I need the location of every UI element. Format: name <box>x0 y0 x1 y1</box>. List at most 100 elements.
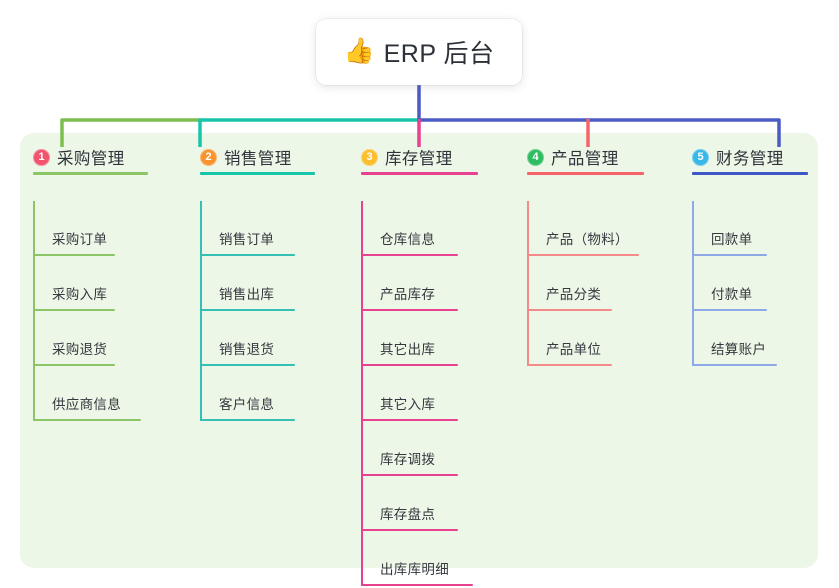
menu-item-rule <box>361 419 458 421</box>
category-item-list: 销售订单销售出库销售退货客户信息 <box>200 201 295 421</box>
menu-item-rule <box>33 419 141 421</box>
menu-item[interactable]: 出库库明细 <box>361 531 473 586</box>
category-title: 财务管理 <box>716 150 784 168</box>
menu-item[interactable]: 产品分类 <box>527 256 619 311</box>
category-header[interactable]: 4 产品管理 <box>527 144 619 170</box>
category-spine <box>200 201 202 421</box>
category-number-badge: 2 <box>200 148 217 166</box>
menu-item-rule <box>527 254 639 256</box>
menu-item-rule <box>33 254 115 256</box>
category-column-4: 4 产品管理产品（物料） 产品分类产品单位 <box>527 144 644 366</box>
menu-item-rule <box>361 309 458 311</box>
category-number-badge: 5 <box>692 148 709 166</box>
menu-item-rule <box>361 254 458 256</box>
category-number-badge: 1 <box>33 148 50 166</box>
menu-item[interactable]: 库存调拨 <box>361 421 458 476</box>
menu-item-label: 产品库存 <box>380 287 436 302</box>
menu-item[interactable]: 付款单 <box>692 256 784 311</box>
category-spine <box>692 201 694 366</box>
category-number-badge: 4 <box>527 148 544 166</box>
category-column-1: 1 采购管理采购订单采购入库采购退货供应商信息 <box>33 144 148 421</box>
category-header-rule <box>200 172 315 175</box>
menu-item-rule <box>200 254 295 256</box>
menu-item-label: 供应商信息 <box>52 397 121 412</box>
menu-item-label: 采购退货 <box>52 342 108 357</box>
menu-item-label: 销售退货 <box>219 342 275 357</box>
menu-item[interactable]: 客户信息 <box>200 366 295 421</box>
category-header[interactable]: 2 销售管理 <box>200 144 292 170</box>
menu-item-rule <box>527 309 612 311</box>
menu-item-rule <box>361 364 458 366</box>
menu-item[interactable]: 回款单 <box>692 201 784 256</box>
menu-item[interactable]: 其它入库 <box>361 366 458 421</box>
menu-item-label: 其它出库 <box>380 342 436 357</box>
menu-item[interactable]: 销售出库 <box>200 256 295 311</box>
menu-item-label: 库存调拨 <box>380 452 436 467</box>
menu-item-label: 销售出库 <box>219 287 275 302</box>
menu-item[interactable]: 结算账户 <box>692 311 784 366</box>
menu-item-label: 产品分类 <box>546 287 602 302</box>
menu-item[interactable]: 采购订单 <box>33 201 125 256</box>
menu-item-label: 付款单 <box>711 287 753 302</box>
menu-item-label: 采购订单 <box>52 232 108 247</box>
menu-item-label: 结算账户 <box>711 342 767 357</box>
menu-item-rule <box>200 364 295 366</box>
menu-item-rule <box>33 364 115 366</box>
category-header-rule <box>527 172 644 175</box>
menu-item-rule <box>692 364 777 366</box>
menu-item-rule <box>33 309 115 311</box>
menu-item-label: 客户信息 <box>219 397 275 412</box>
menu-item-label: 出库库明细 <box>380 562 449 577</box>
menu-item-label: 产品（物料） <box>546 232 629 247</box>
menu-item[interactable]: 其它出库 <box>361 311 458 366</box>
menu-item[interactable]: 供应商信息 <box>33 366 141 421</box>
category-header-rule <box>33 172 148 175</box>
root-node-title: ERP 后台 <box>383 40 495 68</box>
category-item-list: 仓库信息产品库存其它出库其它入库库存调拨库存盘点出库库明细 <box>361 201 473 586</box>
menu-item-label: 回款单 <box>711 232 753 247</box>
menu-item-rule <box>200 309 295 311</box>
menu-item-label: 仓库信息 <box>380 232 436 247</box>
menu-item[interactable]: 采购退货 <box>33 311 125 366</box>
menu-item-label: 销售订单 <box>219 232 275 247</box>
diagram-panel <box>20 133 818 568</box>
category-header[interactable]: 3 库存管理 <box>361 144 453 170</box>
menu-item-label: 产品单位 <box>546 342 602 357</box>
category-title: 产品管理 <box>551 150 619 168</box>
menu-item[interactable]: 采购入库 <box>33 256 125 311</box>
category-title: 采购管理 <box>57 150 125 168</box>
category-header[interactable]: 1 采购管理 <box>33 144 125 170</box>
menu-item-rule <box>361 474 458 476</box>
menu-item-rule <box>692 309 767 311</box>
menu-item[interactable]: 库存盘点 <box>361 476 458 531</box>
menu-item[interactable]: 产品单位 <box>527 311 619 366</box>
menu-item[interactable]: 产品库存 <box>361 256 458 311</box>
category-title: 库存管理 <box>385 150 453 168</box>
menu-item-rule <box>361 584 473 586</box>
category-item-list: 回款单付款单结算账户 <box>692 201 784 366</box>
category-spine <box>33 201 35 421</box>
category-column-3: 3 库存管理仓库信息产品库存其它出库其它入库库存调拨库存盘点出库库明细 <box>361 144 478 586</box>
menu-item-label: 库存盘点 <box>380 507 436 522</box>
menu-item[interactable]: 销售退货 <box>200 311 295 366</box>
menu-item-rule <box>692 254 767 256</box>
category-header-rule <box>692 172 808 175</box>
category-item-list: 产品（物料） 产品分类产品单位 <box>527 201 639 366</box>
category-title: 销售管理 <box>224 150 292 168</box>
category-spine <box>361 201 363 586</box>
menu-item-rule <box>361 529 458 531</box>
category-item-list: 采购订单采购入库采购退货供应商信息 <box>33 201 141 421</box>
menu-item-label: 采购入库 <box>52 287 108 302</box>
category-column-2: 2 销售管理销售订单销售出库销售退货客户信息 <box>200 144 315 421</box>
category-header-rule <box>361 172 478 175</box>
category-number-badge: 3 <box>361 148 378 166</box>
thumbs-up-icon: 👍 <box>343 36 375 65</box>
menu-item[interactable]: 仓库信息 <box>361 201 458 256</box>
root-node-erp-backend[interactable]: 👍 ERP 后台 <box>316 19 522 85</box>
menu-item[interactable]: 产品（物料） <box>527 201 639 256</box>
menu-item-rule <box>527 364 612 366</box>
menu-item[interactable]: 销售订单 <box>200 201 295 256</box>
category-header[interactable]: 5 财务管理 <box>692 144 784 170</box>
